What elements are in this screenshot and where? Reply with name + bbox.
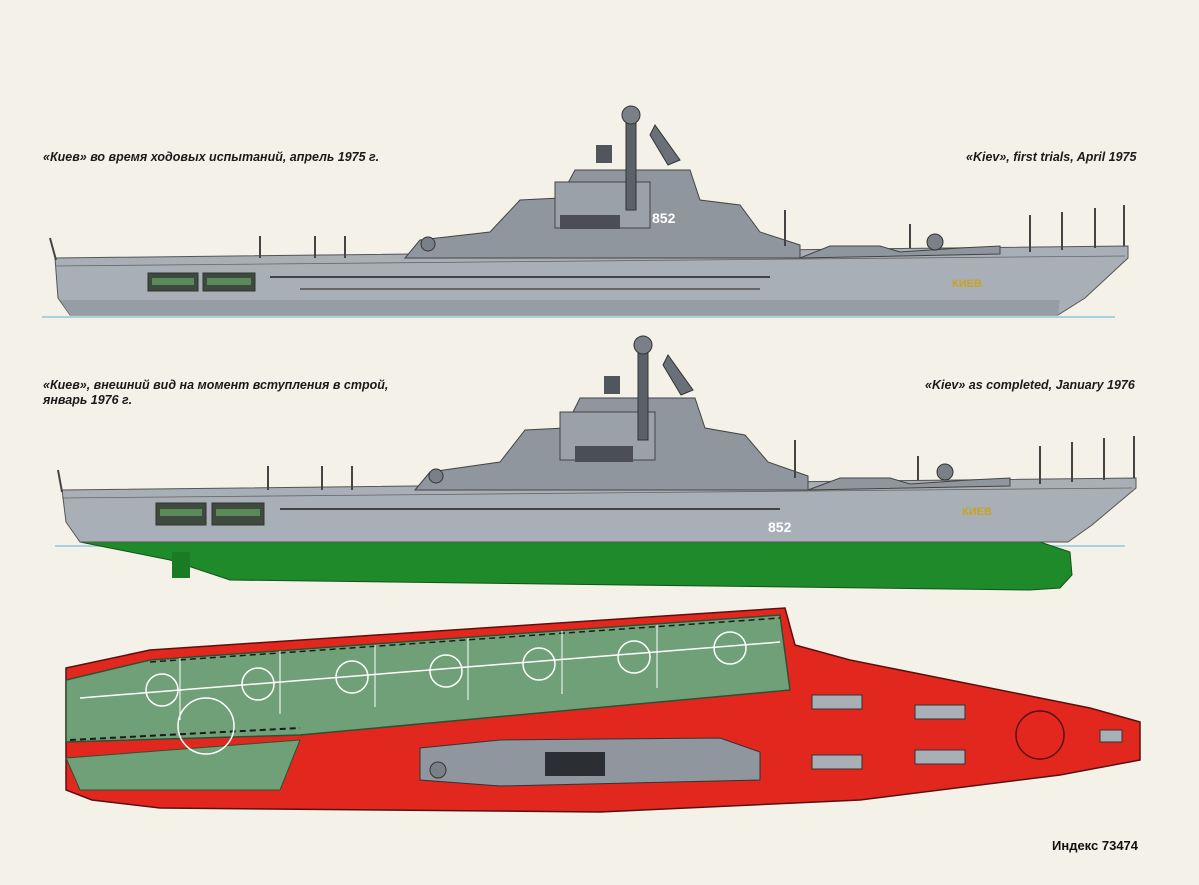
- catalog-index: Индекс 73474: [1052, 838, 1139, 853]
- caption-trials-en: «Kiev», first trials, April 1975: [966, 150, 1137, 164]
- ship-deck-plan: [65, 607, 1141, 813]
- caption-trials-ru: «Киев» во время ходовых испытаний, апрел…: [43, 150, 380, 164]
- hull-number-superstructure-1: 852: [652, 210, 676, 226]
- hull-number-side-2: 852: [768, 519, 792, 535]
- hull-name-1: КИЕВ: [952, 278, 982, 290]
- ship-profile-trials: 852 КИЕВ: [42, 105, 1129, 318]
- caption-completed-en: «Kiev» as completed, January 1976: [925, 378, 1135, 392]
- ship-profile-completed: 852 КИЕВ: [55, 335, 1137, 591]
- caption-completed-ru: «Киев», внешний вид на момент вступления…: [43, 378, 389, 407]
- hull-name-2: КИЕВ: [962, 506, 992, 518]
